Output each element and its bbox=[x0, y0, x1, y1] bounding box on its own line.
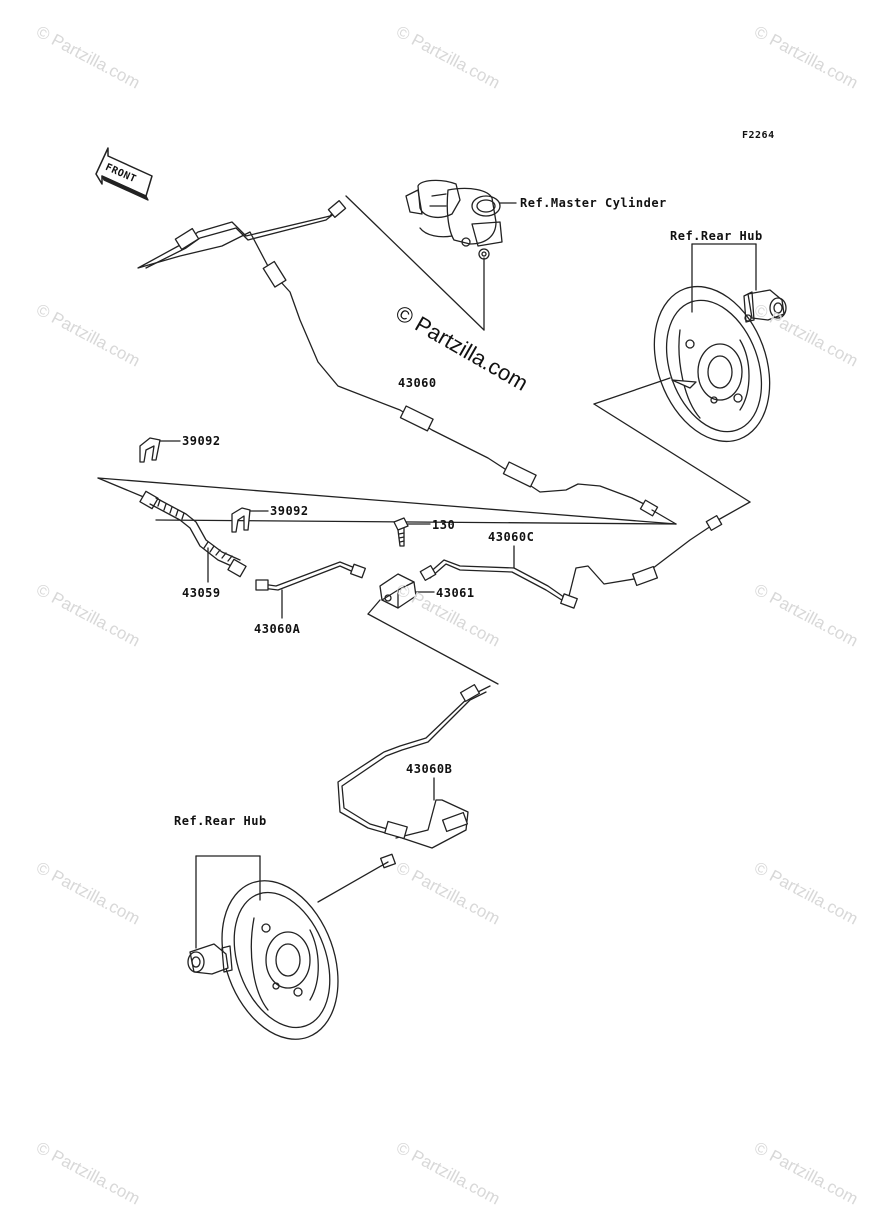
brake-line-43060B bbox=[337, 684, 491, 869]
rear-hub-top-icon bbox=[653, 285, 771, 443]
wheel-cylinder-top-icon bbox=[743, 289, 787, 323]
brake-hose-43059 bbox=[139, 490, 247, 578]
part-label-39092-upper: 39092 bbox=[182, 434, 221, 448]
front-arrow-icon bbox=[95, 147, 153, 201]
master-cylinder-icon bbox=[405, 179, 503, 260]
ref-rear-hub-bottom-label: Ref.Rear Hub bbox=[174, 814, 267, 828]
brake-line-43060 bbox=[137, 200, 659, 517]
wheel-cylinder-bottom-icon bbox=[187, 943, 233, 975]
brake-line-43060C bbox=[419, 515, 723, 609]
part-label-43060: 43060 bbox=[398, 376, 437, 390]
clip-39092-upper-icon bbox=[139, 437, 161, 463]
bolt-130-icon bbox=[393, 517, 409, 547]
part-label-43059: 43059 bbox=[182, 586, 221, 600]
rear-hub-bottom-icon bbox=[221, 880, 339, 1040]
ref-rear-hub-top-label: Ref.Rear Hub bbox=[670, 229, 763, 243]
joint-43061-icon bbox=[379, 573, 417, 609]
part-label-130: 130 bbox=[432, 518, 456, 532]
part-label-43061: 43061 bbox=[436, 586, 475, 600]
part-label-43060A: 43060A bbox=[254, 622, 301, 636]
ref-master-cylinder-label: Ref.Master Cylinder bbox=[520, 196, 667, 210]
figure-code: F2264 bbox=[742, 130, 775, 141]
part-label-43060B: 43060B bbox=[406, 762, 453, 776]
clip-39092-lower-icon bbox=[231, 507, 251, 533]
part-label-43060C: 43060C bbox=[488, 530, 535, 544]
brake-line-43060A bbox=[255, 561, 366, 591]
part-label-39092-lower: 39092 bbox=[270, 504, 309, 518]
brake-line-diagram bbox=[95, 147, 787, 1040]
